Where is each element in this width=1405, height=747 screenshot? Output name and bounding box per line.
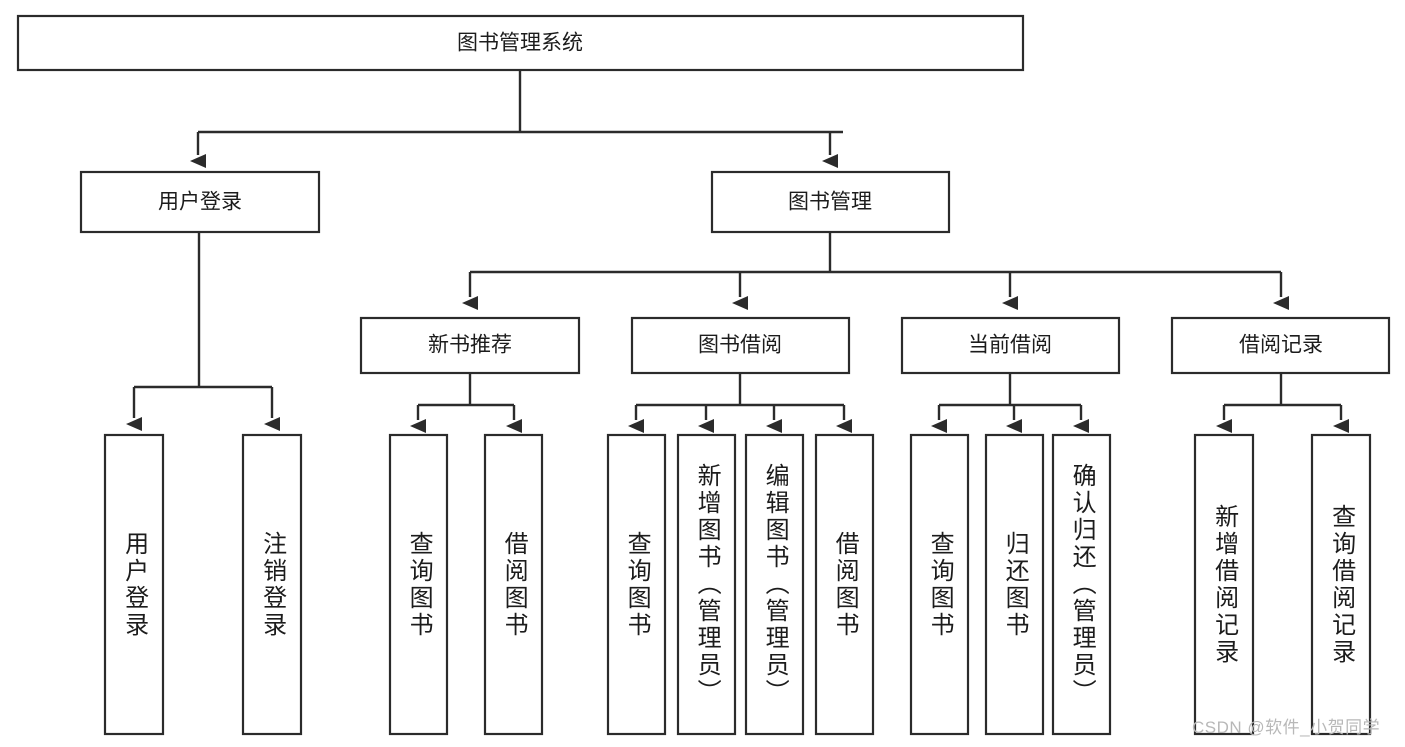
node-current-borrow[interactable] <box>900 316 1121 375</box>
nodes-layer: 图书管理系统 用户登录 图书管理 新书推荐 图书借阅 当前借阅 借阅记录 <box>16 14 1391 736</box>
node-leaf-query-book-current[interactable] <box>909 433 970 736</box>
node-leaf-logout[interactable] <box>241 433 303 736</box>
node-user-login-label: 用户登录 <box>158 191 242 214</box>
node-new-book-recommend-label: 新书推荐 <box>428 334 512 357</box>
node-leaf-query-borrow-record[interactable] <box>1310 433 1372 736</box>
node-book-management-label: 图书管理 <box>788 191 872 214</box>
node-book-management[interactable] <box>710 170 951 234</box>
node-user-login[interactable] <box>79 170 321 234</box>
node-leaf-borrow-book-newbook[interactable] <box>483 433 544 736</box>
edges-layer <box>126 70 1349 433</box>
node-book-borrow-label: 图书借阅 <box>698 334 782 357</box>
node-root-label: 图书管理系统 <box>457 32 583 55</box>
node-leaf-query-book-newbook[interactable] <box>388 433 449 736</box>
node-leaf-edit-book-admin[interactable] <box>744 433 805 736</box>
node-borrow-record-label: 借阅记录 <box>1239 334 1323 357</box>
node-leaf-return-book[interactable] <box>984 433 1045 736</box>
node-book-borrow[interactable] <box>630 316 851 375</box>
node-leaf-add-book-admin[interactable] <box>676 433 737 736</box>
node-new-book-recommend[interactable] <box>359 316 581 375</box>
node-leaf-confirm-return-admin[interactable] <box>1051 433 1112 736</box>
node-borrow-record[interactable] <box>1170 316 1391 375</box>
csdn-watermark: CSDN @软件_小贺同学 <box>1192 718 1381 737</box>
node-current-borrow-label: 当前借阅 <box>968 334 1052 357</box>
node-root-book-management-system[interactable] <box>16 14 1025 72</box>
node-leaf-add-borrow-record[interactable] <box>1193 433 1255 736</box>
node-leaf-borrow-book[interactable] <box>814 433 875 736</box>
node-leaf-query-book-borrow[interactable] <box>606 433 667 736</box>
node-leaf-user-login[interactable] <box>103 433 165 736</box>
